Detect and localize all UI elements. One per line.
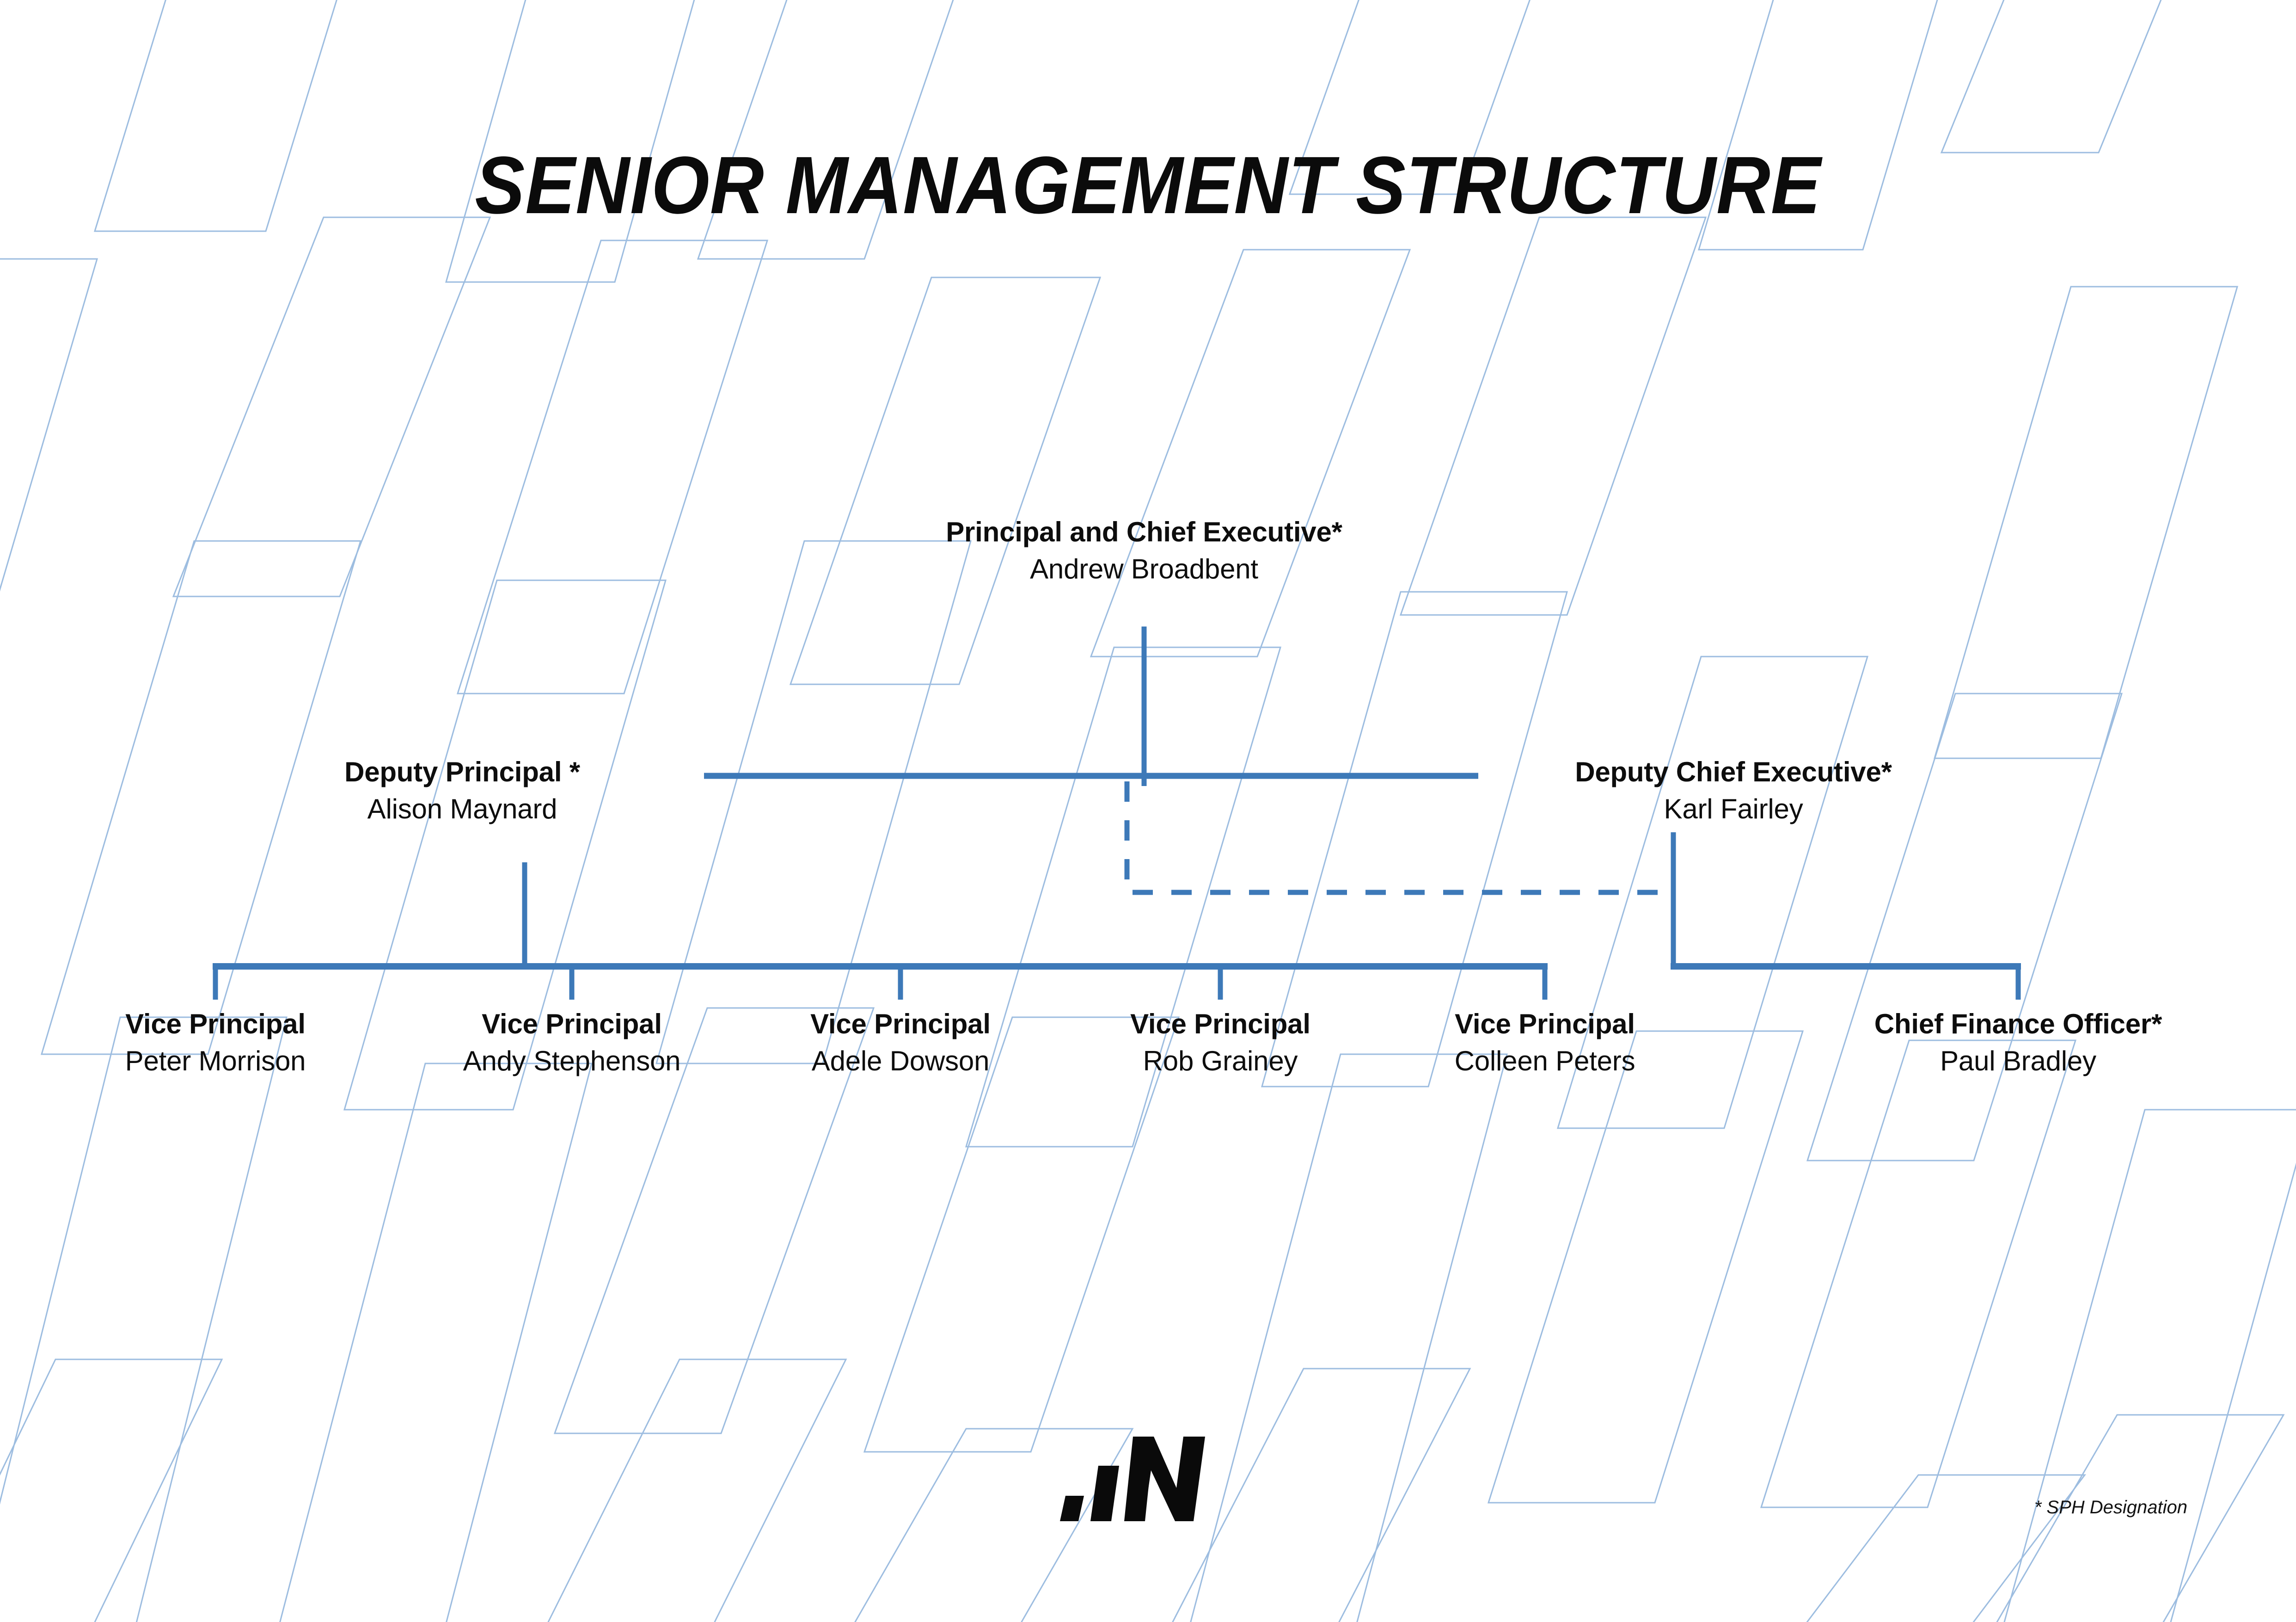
page-title: SENIOR MANAGEMENT STRUCTURE [475,140,1821,231]
node-principal-role: Principal and Chief Executive* [946,516,1342,547]
node-deputy-chief-executive-person: Karl Fairley [1664,793,1803,824]
node-vice-principal-2[interactable]: Vice Principal Andy Stephenson [405,1008,738,1077]
node-vice-principal-3-role: Vice Principal [810,1008,991,1039]
node-principal-person: Andrew Broadbent [1030,553,1258,584]
node-deputy-principal[interactable]: Deputy Principal * Alison Maynard [222,756,703,825]
brand-logo [1060,1437,1205,1521]
logo-bar-small [1060,1496,1084,1521]
node-chief-finance-officer[interactable]: Chief Finance Officer* Paul Bradley [1801,1008,2235,1077]
node-vice-principal-5-person: Colleen Peters [1454,1045,1635,1076]
node-deputy-chief-executive-role: Deputy Chief Executive* [1575,756,1892,787]
logo-bar-medium [1090,1466,1119,1521]
node-vice-principal-2-role: Vice Principal [482,1008,662,1039]
node-vice-principal-4-person: Rob Grainey [1143,1045,1298,1076]
node-vice-principal-4-role: Vice Principal [1130,1008,1310,1039]
node-vice-principal-4[interactable]: Vice Principal Rob Grainey [1054,1008,1387,1077]
node-vice-principal-5-role: Vice Principal [1455,1008,1635,1039]
logo-letter-n [1133,1437,1205,1521]
node-vice-principal-1-role: Vice Principal [125,1008,306,1039]
footnote-sph-designation: * SPH Designation [2034,1497,2187,1518]
node-vice-principal-3-person: Adele Dowson [811,1045,990,1076]
node-deputy-chief-executive[interactable]: Deputy Chief Executive* Karl Fairley [1479,756,1988,825]
node-deputy-principal-role: Deputy Principal * [344,756,580,787]
node-vice-principal-2-person: Andy Stephenson [463,1045,681,1076]
node-vice-principal-5[interactable]: Vice Principal Colleen Peters [1378,1008,1711,1077]
node-vice-principal-3[interactable]: Vice Principal Adele Dowson [734,1008,1067,1077]
node-vice-principal-1-person: Peter Morrison [125,1045,306,1076]
node-chief-finance-officer-role: Chief Finance Officer* [1874,1008,2162,1039]
node-chief-finance-officer-person: Paul Bradley [1940,1045,2096,1076]
node-vice-principal-1[interactable]: Vice Principal Peter Morrison [49,1008,382,1077]
node-deputy-principal-person: Alison Maynard [367,793,557,824]
node-principal[interactable]: Principal and Chief Executive* Andrew Br… [721,516,1567,585]
